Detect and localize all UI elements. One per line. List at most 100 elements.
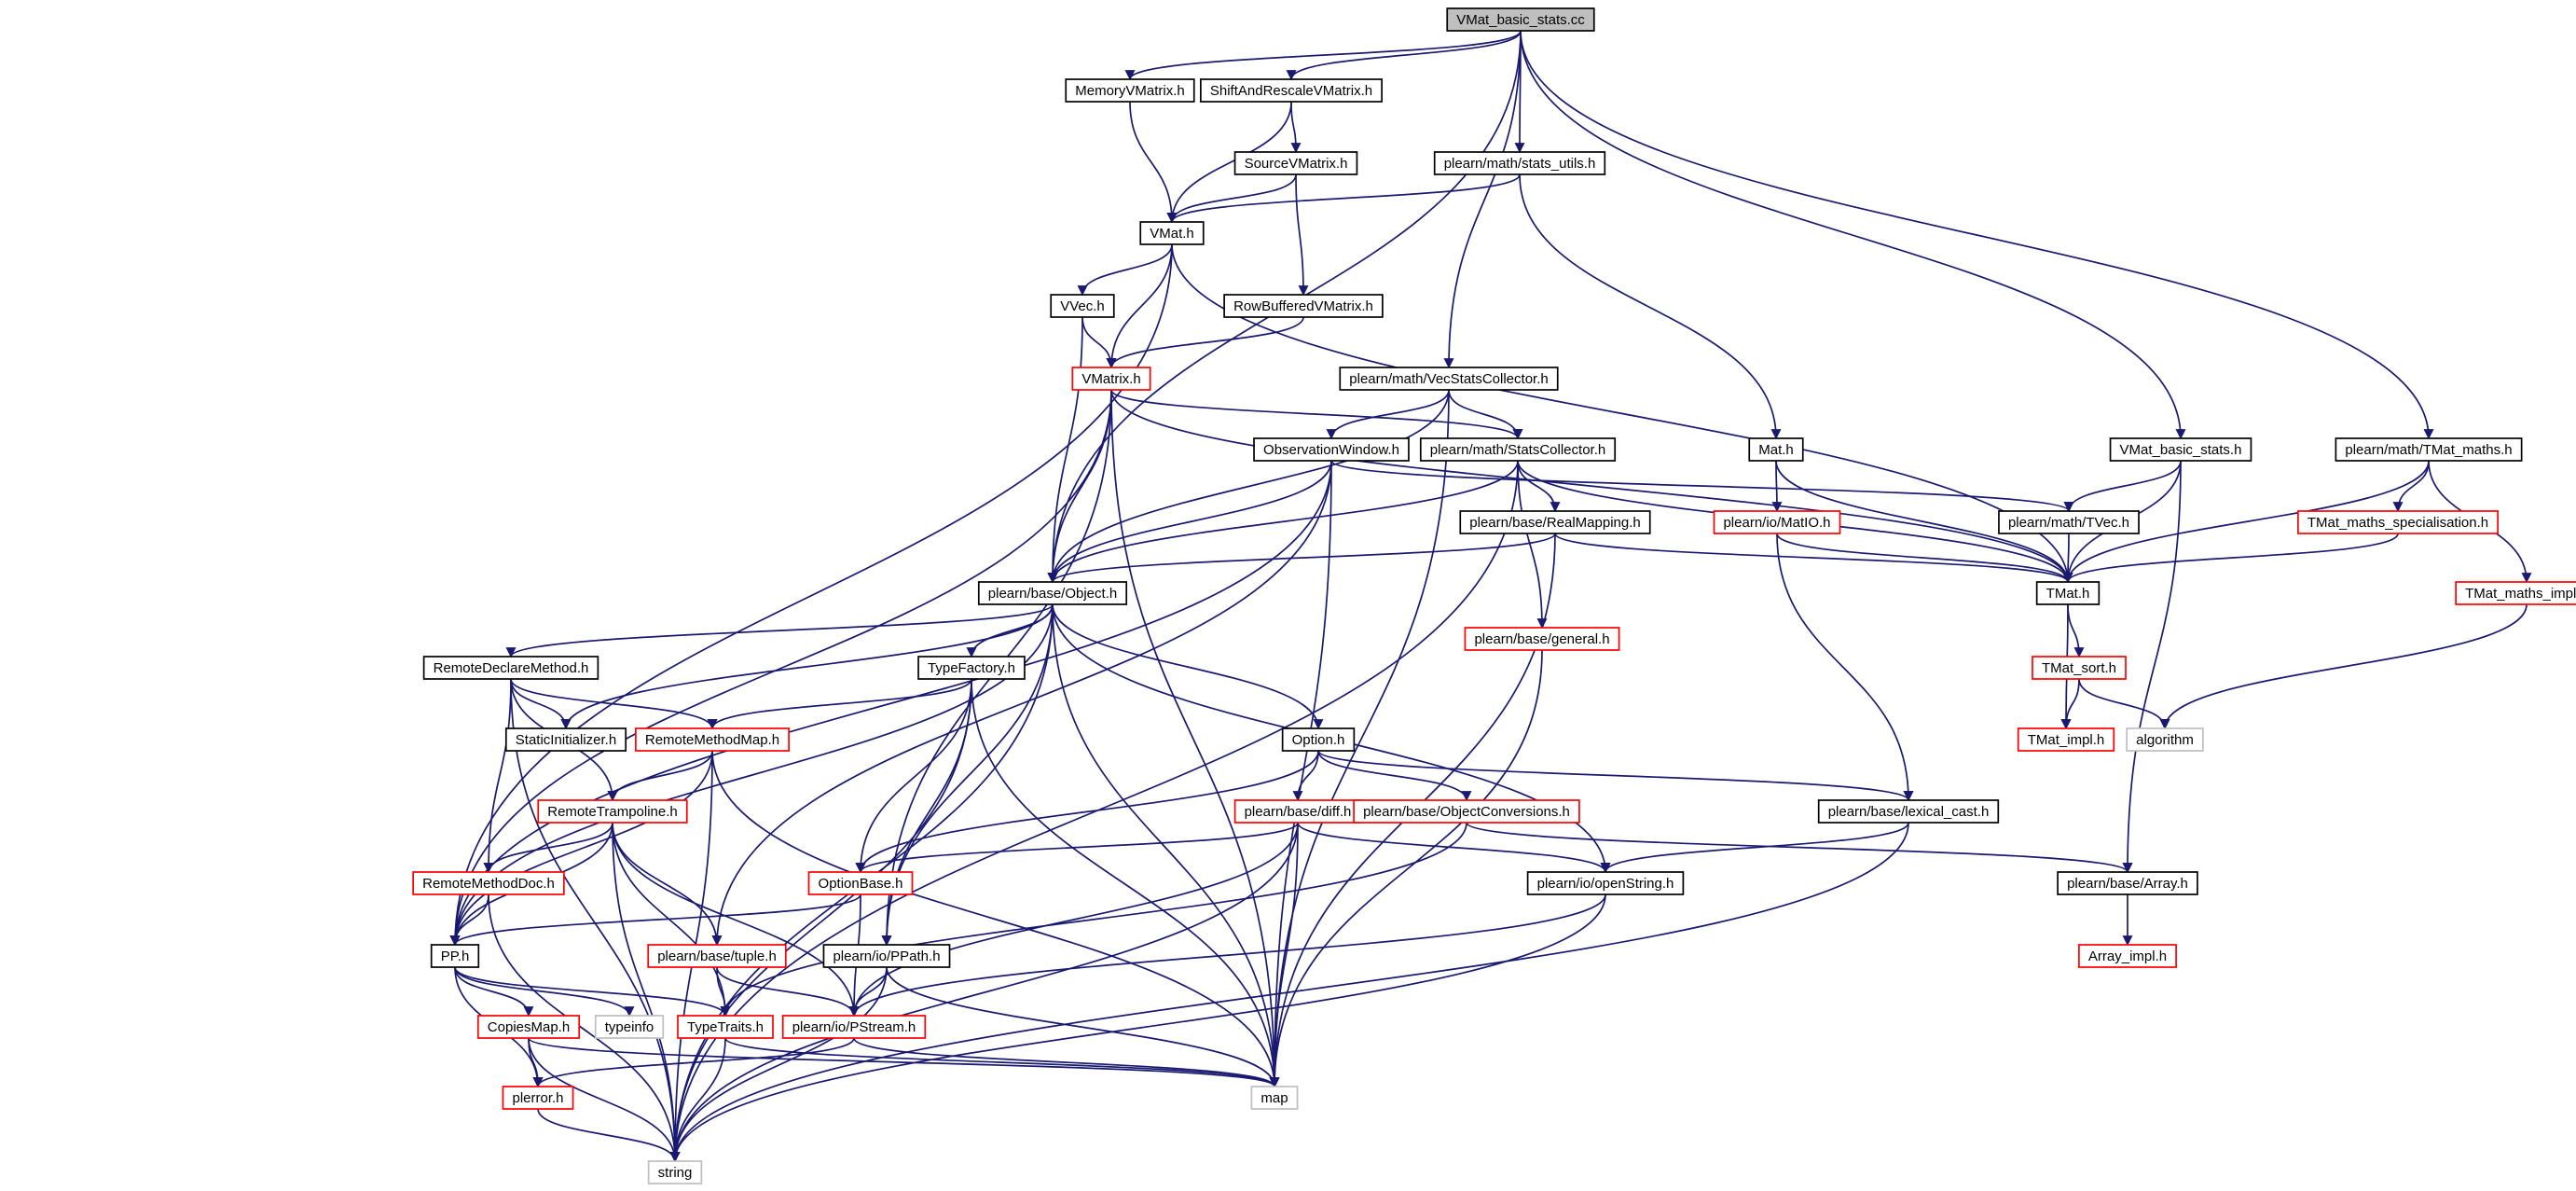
node-remotemethoddoc-h[interactable]: RemoteMethodDoc.h — [412, 871, 565, 895]
edge-tmat-to-tmatsort — [2067, 603, 2085, 658]
node-pp-h[interactable]: PP.h — [430, 944, 480, 968]
node-typetraits-h[interactable]: TypeTraits.h — [677, 1015, 774, 1039]
edge-vvec-to-object — [1047, 316, 1083, 584]
node-matio-h[interactable]: plearn/io/MatIO.h — [1713, 510, 1841, 534]
edge-vmat-to-vvec — [1077, 243, 1173, 297]
node-remotetrampoline-h[interactable]: RemoteTrampoline.h — [537, 799, 688, 824]
node-tuple-h[interactable]: plearn/base/tuple.h — [647, 944, 787, 968]
edge-remotemethoddoc-to-string — [488, 893, 681, 1163]
edge-option-to-optionbase — [855, 750, 1319, 874]
edge-vmatrix-to-object — [1047, 389, 1112, 584]
node-openstring-h[interactable]: plearn/io/openString.h — [1526, 871, 1685, 895]
node-vmat-basic-stats-cc[interactable]: VMat_basic_stats.cc — [1446, 7, 1595, 32]
svg-text:plearn/io/PPath.h: plearn/io/PPath.h — [833, 949, 940, 964]
node-stats-utils-h[interactable]: plearn/math/stats_utils.h — [1433, 151, 1606, 175]
edge-realmapping-to-tmat — [1554, 533, 2073, 584]
svg-text:VMatrix.h: VMatrix.h — [1081, 371, 1140, 387]
node-rowbufferedvmatrix-h[interactable]: RowBufferedVMatrix.h — [1223, 294, 1384, 318]
edge-ppath-to-map — [886, 966, 1280, 1088]
edge-vmatrix-to-map — [1110, 389, 1280, 1088]
edge-copiesmap-to-map — [528, 1037, 1280, 1088]
node-sourcevmatrix-h[interactable]: SourceVMatrix.h — [1233, 151, 1358, 175]
node-diff-h[interactable]: plearn/base/diff.h — [1233, 799, 1362, 824]
node-copiesmap-h[interactable]: CopiesMap.h — [476, 1015, 581, 1039]
edge-lexicalcast-to-openstring — [1600, 822, 1909, 874]
edge-diff-to-string — [669, 822, 1299, 1163]
svg-text:plearn/base/RealMapping.h: plearn/base/RealMapping.h — [1469, 515, 1640, 531]
svg-text:VMat.h: VMat.h — [1150, 226, 1194, 242]
svg-text:RemoteTrampoline.h: RemoteTrampoline.h — [547, 804, 678, 820]
edge-obswindow-to-pp — [449, 460, 1332, 947]
edge-memoryvmatrix-to-vmat — [1129, 101, 1178, 224]
node-vecstatscollector-h[interactable]: plearn/math/VecStatsCollector.h — [1339, 367, 1559, 391]
edge-statscollector-to-general — [1517, 460, 1548, 630]
edge-pstream-to-plerror — [532, 1037, 855, 1088]
node-tmat-maths-h[interactable]: plearn/math/TMat_maths.h — [2335, 437, 2523, 462]
node-lexical-cast-h[interactable]: plearn/base/lexical_cast.h — [1817, 799, 2000, 824]
edge-pp-to-typetraits — [454, 966, 731, 1018]
edge-option-to-lexicalcast — [1317, 750, 1914, 802]
svg-text:TMat_impl.h: TMat_impl.h — [2028, 732, 2105, 748]
svg-text:plearn/base/tuple.h: plearn/base/tuple.h — [657, 949, 777, 964]
edge-diff-to-optionbase — [855, 822, 1299, 874]
node-vmatrix-h[interactable]: VMatrix.h — [1071, 367, 1151, 391]
node-option-h[interactable]: Option.h — [1281, 727, 1356, 752]
node-shiftandrescalevmatrix-h[interactable]: ShiftAndRescaleVMatrix.h — [1200, 78, 1383, 103]
node-typefactory-h[interactable]: TypeFactory.h — [917, 656, 1026, 680]
node-ppath-h[interactable]: plearn/io/PPath.h — [822, 944, 951, 968]
svg-text:plearn/math/VecStatsCollector.: plearn/math/VecStatsCollector.h — [1349, 371, 1548, 387]
node-general-h[interactable]: plearn/base/general.h — [1464, 627, 1620, 651]
edge-remotemethodmap-to-pp — [449, 750, 713, 947]
svg-text:RemoteDeclareMethod.h: RemoteDeclareMethod.h — [434, 660, 589, 676]
edge-object-to-remotedeclare — [505, 603, 1054, 658]
edge-remotedeclare-to-string — [510, 678, 681, 1163]
edge-vmatrix-to-tmat — [1110, 389, 2073, 584]
edge-math-to-matio — [1771, 460, 1783, 513]
node-object-h[interactable]: plearn/base/Object.h — [977, 581, 1128, 605]
node-memoryvmatrix-h[interactable]: MemoryVMatrix.h — [1065, 78, 1195, 103]
node-objectconversions-h[interactable]: plearn/base/ObjectConversions.h — [1353, 799, 1580, 824]
node-tmat-sort-h[interactable]: TMat_sort.h — [2032, 656, 2127, 680]
svg-text:SourceVMatrix.h: SourceVMatrix.h — [1245, 156, 1348, 172]
node-array-h[interactable]: plearn/base/Array.h — [2057, 871, 2198, 895]
node-tmat-h[interactable]: TMat.h — [2035, 581, 2101, 605]
edge-remotedeclare-to-remotemethoddoc — [483, 678, 512, 874]
svg-text:plearn/base/Object.h: plearn/base/Object.h — [988, 586, 1117, 602]
node-plerror-h[interactable]: plerror.h — [502, 1086, 574, 1110]
node-typeinfo[interactable]: typeinfo — [594, 1015, 665, 1039]
node-algorithm[interactable]: algorithm — [2126, 727, 2204, 752]
node-statscollector-h[interactable]: plearn/math/StatsCollector.h — [1419, 437, 1617, 462]
node-tmat-impl-h[interactable]: TMat_impl.h — [2017, 727, 2115, 752]
node-optionbase-h[interactable]: OptionBase.h — [807, 871, 914, 895]
node-tvec-h[interactable]: plearn/math/TVec.h — [1998, 510, 2140, 534]
svg-text:plearn/math/TVec.h: plearn/math/TVec.h — [2008, 515, 2129, 531]
node-tmat-maths-impl-h[interactable]: TMat_maths_impl.h — [2455, 581, 2576, 605]
node-staticinitializer-h[interactable]: StaticInitializer.h — [504, 727, 627, 752]
node-map[interactable]: map — [1250, 1086, 1299, 1110]
node-remotemethodmap-h[interactable]: RemoteMethodMap.h — [635, 727, 790, 752]
edge-typefactory-to-string — [669, 678, 972, 1163]
svg-text:CopiesMap.h: CopiesMap.h — [488, 1019, 570, 1035]
node-mat-h[interactable]: Mat.h — [1748, 437, 1804, 462]
edge-tuple-to-typetraits — [716, 966, 731, 1018]
svg-text:Array_impl.h: Array_impl.h — [2088, 949, 2167, 964]
node-pstream-h[interactable]: plearn/io/PStream.h — [781, 1015, 927, 1039]
svg-text:MemoryVMatrix.h: MemoryVMatrix.h — [1075, 83, 1185, 99]
node-realmapping-h[interactable]: plearn/base/RealMapping.h — [1459, 510, 1651, 534]
svg-text:plearn/math/TMat_maths.h: plearn/math/TMat_maths.h — [2345, 442, 2512, 458]
node-vvec-h[interactable]: VVec.h — [1050, 294, 1115, 318]
svg-text:plearn/base/ObjectConversions.: plearn/base/ObjectConversions.h — [1363, 804, 1570, 820]
node-array-impl-h[interactable]: Array_impl.h — [2078, 944, 2177, 968]
svg-text:plerror.h: plerror.h — [512, 1090, 563, 1106]
edges-layer — [449, 30, 2532, 1163]
edge-object-to-typefactory — [966, 603, 1054, 658]
node-tmat-maths-specialisation-h[interactable]: TMat_maths_specialisation.h — [2297, 510, 2499, 534]
edge-statsutils-to-vmat — [1166, 173, 1521, 224]
node-vmat-basic-stats-h[interactable]: VMat_basic_stats.h — [2109, 437, 2252, 462]
edge-diff-to-pstream — [848, 822, 1299, 1018]
node-string[interactable]: string — [647, 1160, 703, 1184]
edge-statscollector-to-realmapping — [1517, 460, 1561, 513]
node-remotedeclaremethod-h[interactable]: RemoteDeclareMethod.h — [422, 656, 599, 680]
node-vmat-h[interactable]: VMat.h — [1139, 221, 1205, 245]
node-observationwindow-h[interactable]: ObservationWindow.h — [1253, 437, 1410, 462]
